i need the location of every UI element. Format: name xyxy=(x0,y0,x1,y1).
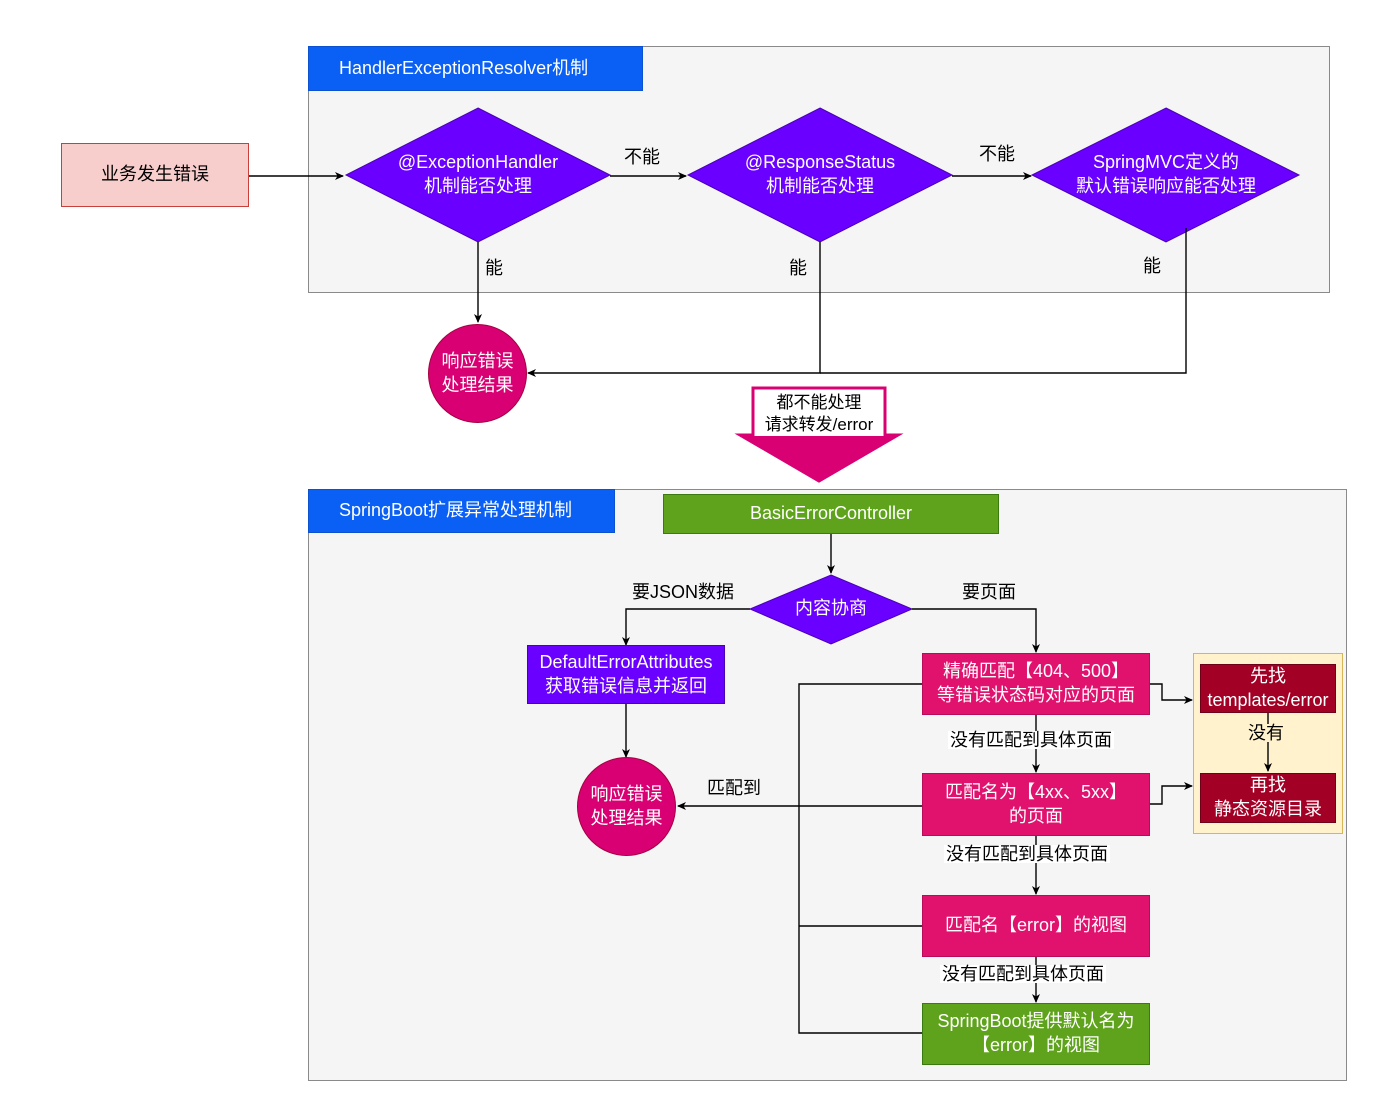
edge-label-cannot-2: 不能 xyxy=(979,144,1015,164)
edge-label-can-1: 能 xyxy=(485,258,503,278)
lookup-templates-text: 先找 templates/error xyxy=(1207,665,1329,710)
basic-error-controller-node: BasicErrorController xyxy=(663,494,999,534)
lookup-templates-node: 先找 templates/error xyxy=(1200,664,1336,713)
decision-springmvc-text: SpringMVC定义的 默认错误响应能否处理 xyxy=(1076,152,1256,196)
edge-label-can-2: 能 xyxy=(789,258,807,278)
lookup-static-node: 再找 静态资源目录 xyxy=(1200,773,1336,823)
basic-error-controller-text: BasicErrorController xyxy=(749,503,913,524)
forward-arrow-text: 都不能处理 请求转发/error xyxy=(764,392,874,434)
default-view-node: SpringBoot提供默认名为 【error】的视图 xyxy=(922,1003,1150,1065)
prefix-match-node: 匹配名为【4xx、5xx】 的页面 xyxy=(922,773,1150,836)
edge-label-no-match-2: 没有匹配到具体页面 xyxy=(944,844,1110,864)
forward-arrow-head xyxy=(740,436,898,481)
error-view-node: 匹配名【error】的视图 xyxy=(922,895,1150,957)
edge-label-can-3: 能 xyxy=(1143,256,1161,276)
bottom-panel-title-text: SpringBoot扩展异常处理机制 xyxy=(339,500,573,521)
decision-diamond-springmvc xyxy=(1030,107,1301,243)
edge-label-no-match-3: 没有匹配到具体页面 xyxy=(940,964,1106,984)
result-bottom-text: 响应错误 处理结果 xyxy=(590,783,663,828)
edge-label-matched: 匹配到 xyxy=(707,778,761,798)
start-node: 业务发生错误 xyxy=(61,143,249,207)
edge-label-none: 没有 xyxy=(1246,723,1286,743)
top-panel-title-text: HandlerExceptionResolver机制 xyxy=(339,57,589,78)
exact-match-text: 精确匹配【404、500】 等错误状态码对应的页面 xyxy=(937,661,1135,705)
start-label: 业务发生错误 xyxy=(101,164,209,185)
edge-label-json: 要JSON数据 xyxy=(632,582,735,602)
negotiation-text: 内容协商 xyxy=(795,598,867,619)
default-error-attributes-text: DefaultErrorAttributes 获取错误信息并返回 xyxy=(539,651,713,696)
decision-exceptionhandler-text: @ExceptionHandler 机制能否处理 xyxy=(397,152,559,196)
top-panel-title: HandlerExceptionResolver机制 xyxy=(308,46,643,91)
prefix-match-text: 匹配名为【4xx、5xx】 的页面 xyxy=(944,781,1128,826)
default-error-attributes-node: DefaultErrorAttributes 获取错误信息并返回 xyxy=(527,645,725,704)
lookup-static-text: 再找 静态资源目录 xyxy=(1214,775,1322,819)
error-view-text: 匹配名【error】的视图 xyxy=(944,915,1127,936)
edge-label-cannot-1: 不能 xyxy=(624,147,660,167)
edge-label-no-match-1: 没有匹配到具体页面 xyxy=(948,730,1114,750)
exact-match-node: 精确匹配【404、500】 等错误状态码对应的页面 xyxy=(922,653,1150,715)
bottom-panel-title: SpringBoot扩展异常处理机制 xyxy=(308,489,615,533)
edge-label-page: 要页面 xyxy=(962,582,1016,602)
decision-responsestatus-text: @ResponseStatus 机制能否处理 xyxy=(744,152,896,196)
result-top-text: 响应错误 处理结果 xyxy=(441,350,514,395)
result-circle-bottom: 响应错误 处理结果 xyxy=(577,757,676,856)
decision-diamond-negotiation xyxy=(748,574,914,645)
default-view-text: SpringBoot提供默认名为 【error】的视图 xyxy=(937,1011,1135,1055)
result-circle-top: 响应错误 处理结果 xyxy=(428,324,527,423)
